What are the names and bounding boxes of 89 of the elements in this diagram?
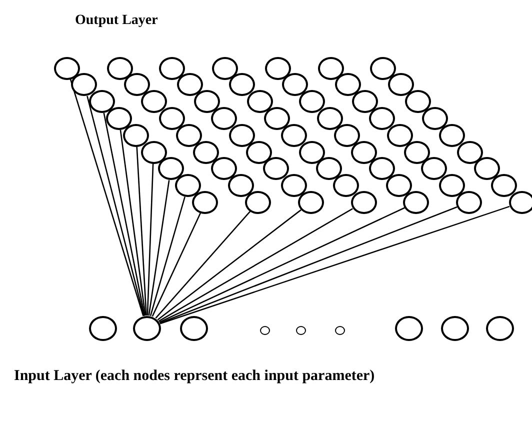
neuron-circle <box>54 56 80 80</box>
neuron-circle <box>246 90 273 114</box>
neuron-circle <box>395 316 423 340</box>
connection-line <box>148 180 170 316</box>
neuron-circle <box>210 157 236 180</box>
neuron-circle <box>404 140 430 164</box>
neuron-circle <box>260 326 270 334</box>
neuron-circle <box>456 190 482 214</box>
neuron-circle <box>71 73 98 96</box>
neuron-circle <box>334 73 361 96</box>
neuron-circle <box>89 316 117 340</box>
neuron-circle <box>141 90 168 114</box>
connection-line <box>120 130 146 316</box>
neuron-circle <box>123 124 150 147</box>
neuron-circle <box>298 190 324 214</box>
neuron-circle <box>158 106 185 130</box>
neuron-circle <box>421 157 448 180</box>
neuron-circle <box>491 174 518 198</box>
neuron-circle <box>140 140 166 164</box>
neuron-circle <box>422 106 448 130</box>
connection-line <box>86 96 144 316</box>
connection-line <box>152 212 202 317</box>
neuron-circle <box>175 174 202 198</box>
neuron-circle <box>318 56 344 80</box>
neuron-circle <box>369 106 396 130</box>
neuron-circle <box>298 140 325 164</box>
neuron-circle <box>264 106 290 130</box>
connection-line <box>150 196 186 316</box>
layer-title: Output Layer <box>75 12 159 30</box>
neuron-circle <box>351 140 378 164</box>
connection-line <box>103 112 146 316</box>
neuron-circle <box>350 190 376 214</box>
neuron-circle <box>280 174 306 198</box>
neuron-circle <box>403 190 430 214</box>
neuron-circle <box>352 90 378 114</box>
neuron-circle <box>228 174 254 198</box>
connection-line <box>136 146 147 316</box>
neuron-circle <box>282 73 308 96</box>
layer-caption: Input Layer (each nodes reprsent each input parameter) <box>14 367 376 386</box>
neuron-circle <box>124 73 150 96</box>
neuron-circle <box>335 326 345 334</box>
neuron-circle <box>133 316 161 340</box>
neuron-circle <box>404 90 431 114</box>
connection-line <box>146 163 154 316</box>
neuron-circle <box>486 316 514 340</box>
neuron-circle <box>159 56 186 80</box>
neuron-circle <box>88 90 115 114</box>
neuron-circle <box>333 174 360 198</box>
connection-line <box>160 206 510 324</box>
neuron-circle <box>193 140 220 164</box>
neuron-circle <box>299 90 326 114</box>
neuron-circle <box>194 90 220 114</box>
neuron-circle <box>438 174 465 198</box>
neuron-circle <box>158 157 184 180</box>
neuron-circle <box>316 157 342 180</box>
neuron-circle <box>246 140 272 164</box>
neuron-circle <box>316 106 343 130</box>
neuron-circle <box>245 190 272 214</box>
neuron-circle <box>508 190 532 214</box>
neuron-circle <box>441 316 469 340</box>
neuron-circle <box>106 56 133 80</box>
neuron-circle <box>296 326 306 334</box>
connection-line <box>160 206 458 324</box>
neuron-circle <box>228 124 255 147</box>
connection-line <box>158 208 353 322</box>
neuron-circle <box>334 124 360 147</box>
neuron-circle <box>212 56 238 80</box>
neuron-circle <box>180 316 208 340</box>
neuron-circle <box>211 106 238 130</box>
neuron-circle <box>176 124 202 147</box>
neuron-circle <box>264 56 291 80</box>
connection-line <box>157 209 302 320</box>
neuron-circle <box>474 157 500 180</box>
neuron-circle <box>386 174 412 198</box>
neuron-circle <box>439 124 466 147</box>
neuron-circle <box>192 190 218 214</box>
neuron-circle <box>106 106 132 130</box>
neuron-circle <box>368 157 395 180</box>
neuron-circle <box>281 124 308 147</box>
neuron-circle <box>263 157 290 180</box>
connection-line <box>159 207 405 323</box>
neuron-circle <box>176 73 203 96</box>
neuron-circle <box>388 73 414 96</box>
neuron-circle <box>229 73 256 96</box>
neuron-circle <box>456 140 483 164</box>
connection-line <box>70 78 144 316</box>
neuron-circle <box>386 124 413 147</box>
neuron-circle <box>370 56 396 80</box>
connection-line <box>155 211 251 319</box>
